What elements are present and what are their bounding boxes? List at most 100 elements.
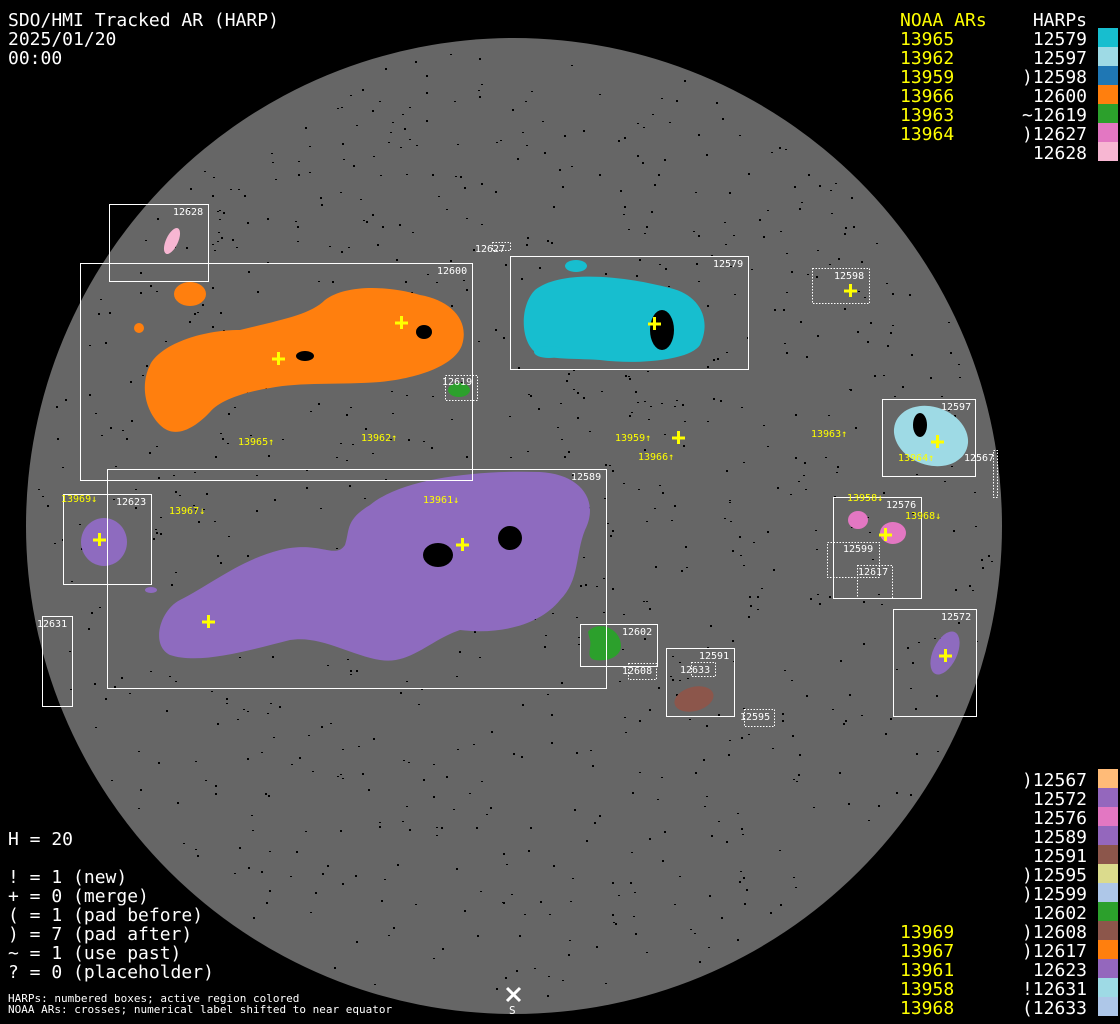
speckle <box>837 466 839 468</box>
speckle <box>711 255 713 256</box>
speckle <box>491 731 493 733</box>
speckle <box>271 153 273 154</box>
speckle <box>958 622 960 624</box>
speckle <box>638 489 640 490</box>
speckle <box>867 341 869 343</box>
harp-box <box>666 648 735 717</box>
speckle <box>297 226 299 228</box>
sunspot <box>423 543 453 567</box>
speckle <box>373 156 375 157</box>
speckle <box>503 337 505 339</box>
speckle <box>466 289 468 291</box>
speckle <box>481 224 483 225</box>
harp-box <box>628 663 657 680</box>
speckle <box>356 941 358 943</box>
speckle <box>358 746 360 747</box>
speckle <box>149 452 151 454</box>
harp-label: 12627 <box>475 244 505 255</box>
speckle <box>105 342 107 344</box>
noaa-id: 13962 <box>900 48 954 69</box>
speckle <box>902 386 904 388</box>
speckle <box>138 808 140 809</box>
speckle <box>829 264 831 265</box>
speckle <box>623 214 625 215</box>
speckle <box>275 179 277 180</box>
speckle <box>356 125 358 126</box>
speckle <box>832 709 834 710</box>
speckle <box>624 206 626 208</box>
speckle <box>676 400 678 401</box>
speckle <box>803 475 805 476</box>
speckle <box>481 781 483 782</box>
speckle <box>779 850 781 851</box>
speckle <box>267 262 269 263</box>
noaa-label: 13958↓ <box>847 493 883 504</box>
speckle <box>894 396 896 397</box>
speckle <box>570 901 572 902</box>
speckle <box>327 865 329 867</box>
speckle <box>690 929 692 930</box>
noaa-header: NOAA ARs <box>900 10 987 31</box>
speckle <box>330 723 332 724</box>
speckle <box>206 493 208 495</box>
stat-line: ( = 1 (pad before) <box>8 905 203 926</box>
speckle <box>625 732 627 733</box>
speckle <box>456 868 458 870</box>
speckle <box>819 603 821 605</box>
speckle <box>310 411 312 412</box>
speckle <box>469 793 471 794</box>
speckle <box>341 107 343 108</box>
speckle <box>698 134 700 136</box>
speckle <box>761 588 763 589</box>
speckle <box>772 748 774 749</box>
speckle <box>934 638 936 639</box>
harp-id: )12617 <box>1022 941 1087 962</box>
speckle <box>796 781 798 782</box>
stat-line: ! = 1 (new) <box>8 867 127 888</box>
region-12600-small <box>174 282 206 306</box>
speckle <box>623 483 625 484</box>
speckle <box>618 895 620 896</box>
speckle <box>538 408 540 410</box>
speckle <box>741 828 743 830</box>
speckle <box>664 434 666 435</box>
speckle <box>212 326 214 328</box>
speckle <box>526 244 528 246</box>
speckle <box>279 706 281 708</box>
speckle <box>572 474 574 476</box>
speckle <box>743 708 745 709</box>
speckle <box>892 325 894 326</box>
speckle <box>423 779 425 781</box>
speckle <box>684 80 686 82</box>
speckle <box>408 762 410 763</box>
speckle <box>215 793 217 795</box>
speckle <box>230 189 232 190</box>
speckle <box>831 213 833 214</box>
speckle <box>707 305 709 307</box>
speckle <box>411 292 413 293</box>
speckle <box>212 287 214 289</box>
speckle <box>368 789 370 791</box>
speckle <box>528 850 530 852</box>
harp-box <box>107 469 607 689</box>
harp-label: 12567 <box>964 453 994 464</box>
speckle <box>870 322 872 324</box>
speckle <box>346 414 348 416</box>
footer-harps-note: HARPs: numbered boxes; active region col… <box>8 992 299 1005</box>
speckle <box>953 530 955 532</box>
speckle <box>377 244 379 246</box>
speckle <box>374 984 376 985</box>
speckle <box>352 444 354 445</box>
harp-id: )12567 <box>1022 770 1087 791</box>
speckle <box>839 772 841 774</box>
harp-id: )12627 <box>1022 124 1087 145</box>
noaa-id: 13967 <box>900 941 954 962</box>
speckle <box>958 364 960 365</box>
speckle <box>268 795 270 797</box>
speckle <box>790 494 792 495</box>
speckle <box>215 785 217 787</box>
speckle <box>867 517 869 518</box>
color-swatch <box>1098 845 1118 864</box>
speckle <box>340 830 342 832</box>
speckle <box>648 419 650 420</box>
